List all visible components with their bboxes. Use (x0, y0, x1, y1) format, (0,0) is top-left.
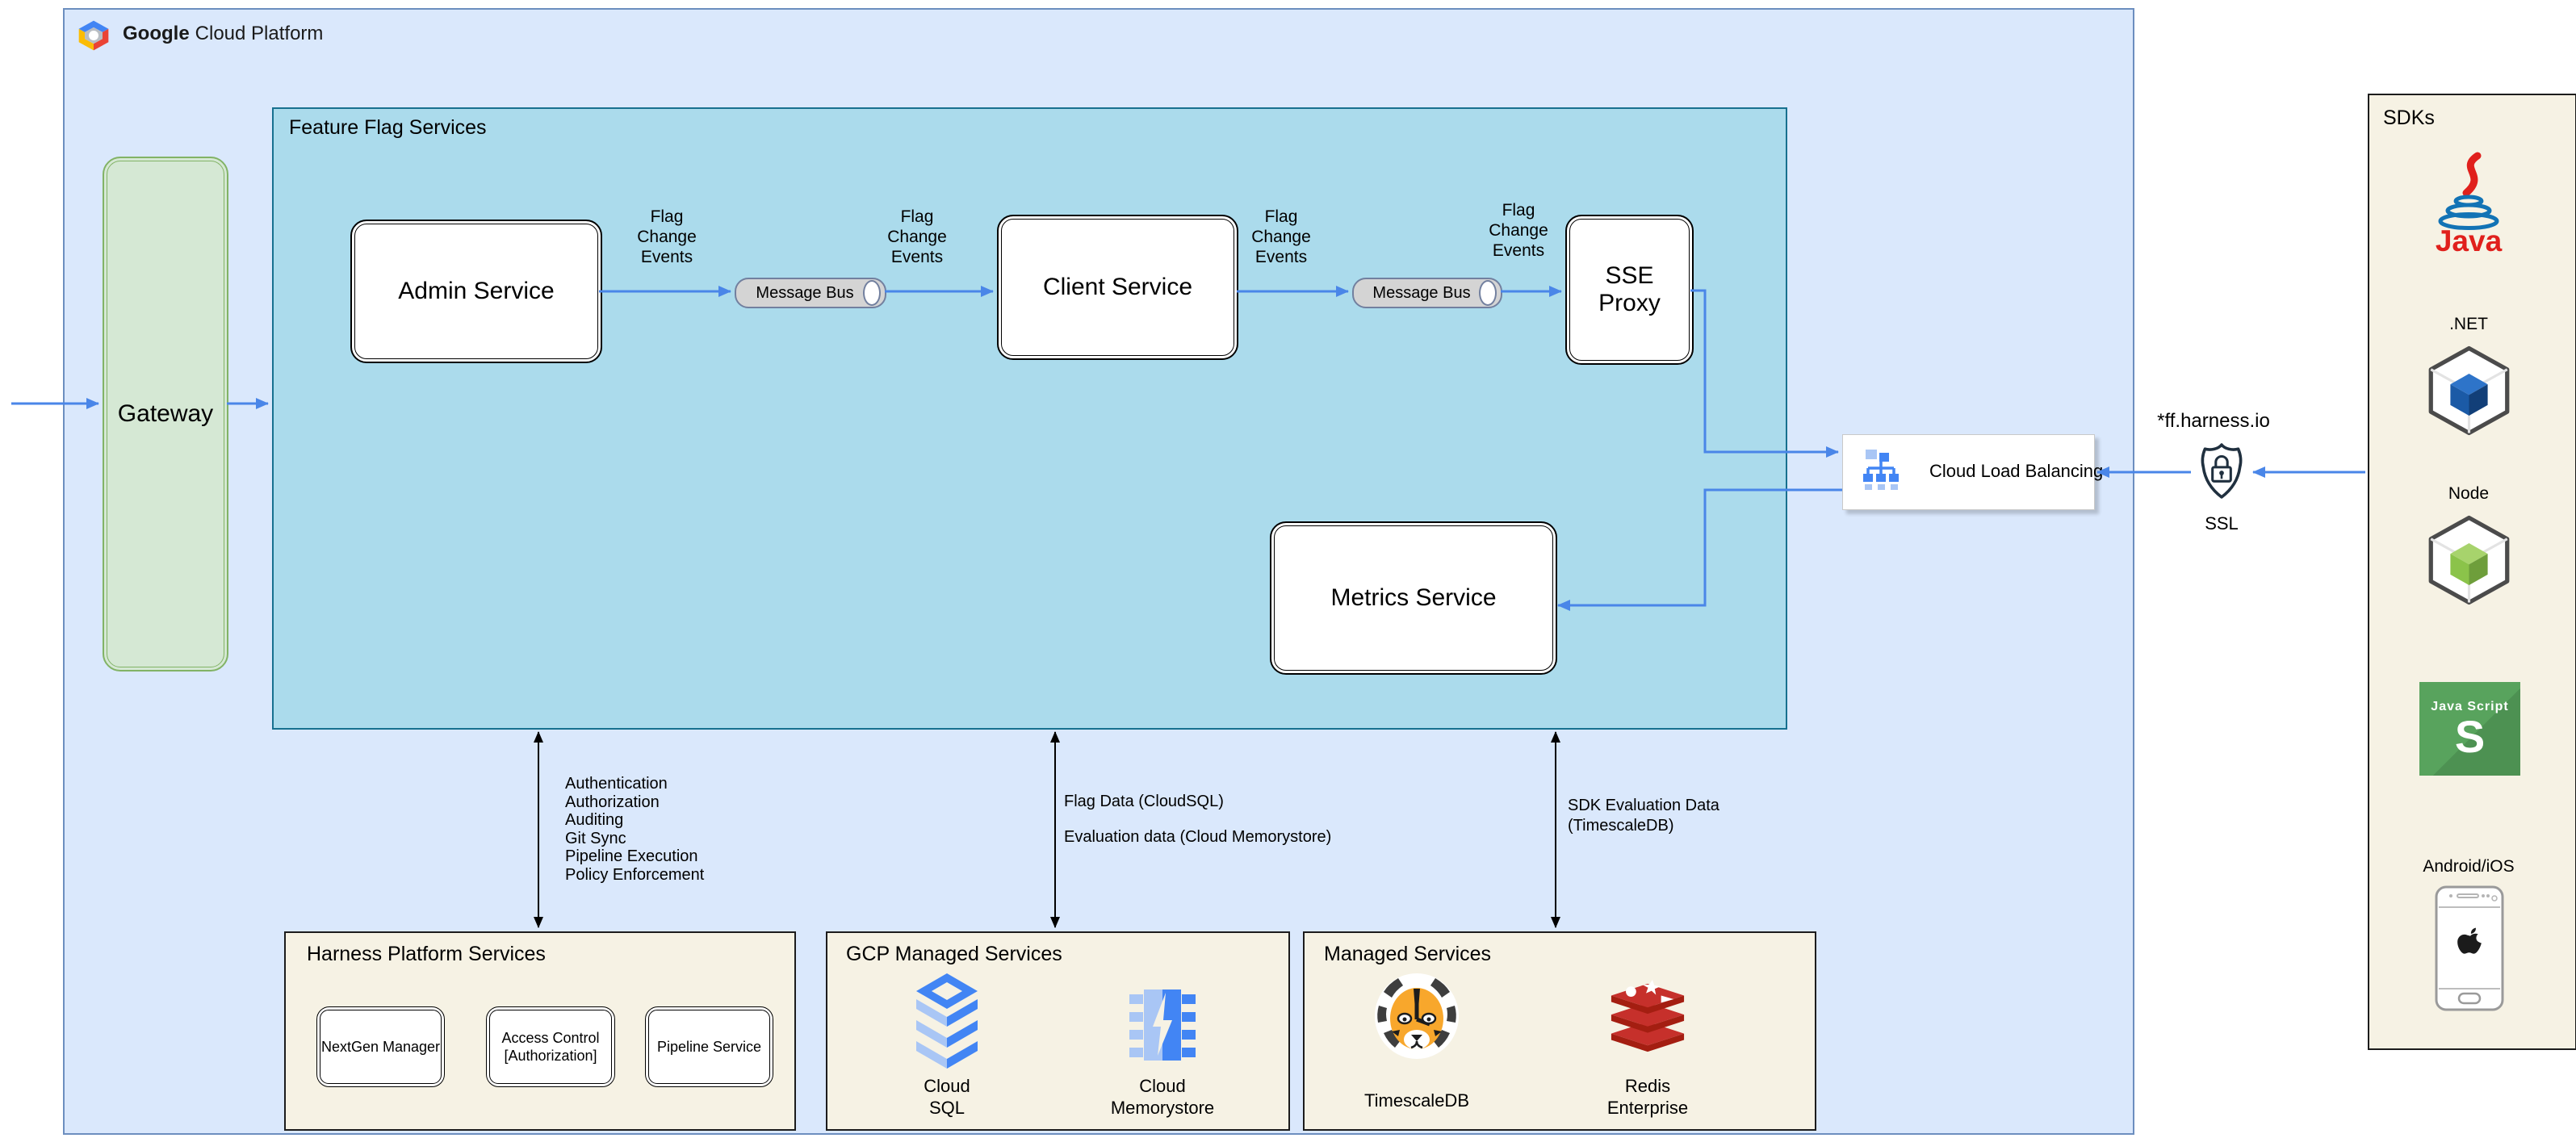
metrics-service-label: Metrics Service (1330, 584, 1497, 611)
cloud-load-balancing-icon (1863, 450, 1899, 490)
mobile-label: Android/iOS (2423, 857, 2515, 876)
java-logo-text: Java (2436, 224, 2503, 257)
pipeline-service-label: Pipeline Service (656, 1039, 762, 1055)
access-control-label: Access Control [Authorization] (501, 1030, 600, 1064)
gateway-node: Gateway (103, 157, 228, 672)
ssl-shield-icon (2201, 443, 2243, 499)
node-package-icon (2428, 515, 2510, 605)
node-label: Node (2448, 484, 2490, 503)
cloud-memorystore-label: Cloud Memorystore (1110, 1076, 1215, 1118)
message-bus-2-label: Message Bus (1372, 283, 1471, 302)
dotnet-label: .NET (2449, 315, 2488, 333)
gcp-managed-container (826, 931, 1290, 1131)
ssl-label: SSL (2205, 513, 2239, 533)
nextgen-manager-node: NextGen Manager (316, 1006, 445, 1087)
cloud-memorystore-icon (1129, 989, 1196, 1061)
flag-change-events-label-1: Flag Change Events (637, 207, 697, 266)
evaluation-data-label: Evaluation data (Cloud Memorystore) (1064, 828, 1332, 846)
client-service-label: Client Service (1042, 274, 1193, 300)
cloud-sql-icon (916, 973, 978, 1069)
harness-platform-title: Harness Platform Services (307, 943, 546, 965)
redis-icon (1611, 979, 1685, 1052)
javascript-icon: Java Script S (2419, 682, 2520, 776)
cloud-load-balancing-label: Cloud Load Balancing (1929, 461, 2104, 481)
flag-data-label: Flag Data (CloudSQL) (1064, 793, 1224, 810)
message-bus-2: Message Bus (1352, 278, 1502, 308)
timescaledb-icon (1375, 973, 1459, 1059)
mobile-phone-icon (2435, 885, 2504, 1011)
gateway-label: Gateway (117, 400, 214, 427)
admin-service-label: Admin Service (398, 278, 555, 304)
gcp-managed-title: GCP Managed Services (846, 943, 1062, 965)
apple-logo-icon (2457, 927, 2482, 954)
timescaledb-label: TimescaleDB (1364, 1090, 1469, 1111)
header-brand-suffix: Cloud Platform (195, 23, 324, 44)
sse-proxy-node: SSE Proxy (1565, 215, 1694, 365)
flag-change-events-label-2: Flag Change Events (887, 207, 947, 266)
java-icon: Java (2436, 152, 2503, 257)
feature-flag-services-title: Feature Flag Services (289, 116, 487, 139)
javascript-icon-letter: S (2454, 711, 2486, 763)
redis-enterprise-label: Redis Enterprise (1606, 1076, 1689, 1118)
header-brand: Google (123, 23, 190, 44)
access-control-node: Access Control [Authorization] (486, 1006, 615, 1087)
gcp-logo-icon (78, 20, 109, 51)
flag-change-events-label-3: Flag Change Events (1251, 207, 1311, 266)
message-bus-1-label: Message Bus (756, 283, 854, 302)
dotnet-package-icon (2428, 345, 2510, 436)
message-bus-1: Message Bus (735, 278, 886, 308)
javascript-icon-title: Java Script (2431, 700, 2509, 714)
cloud-sql-label: Cloud SQL (924, 1076, 970, 1118)
managed-services-title: Managed Services (1324, 943, 1492, 965)
sdks-title: SDKs (2383, 107, 2435, 129)
sdk-evaluation-data-label: SDK Evaluation Data (TimescaleDB) (1568, 797, 1719, 835)
domain-label: *ff.harness.io (2157, 410, 2270, 432)
nextgen-manager-label: NextGen Manager (320, 1039, 441, 1055)
platform-functions-label: Authentication Authorization Auditing Gi… (565, 775, 705, 884)
client-service-node: Client Service (997, 215, 1238, 360)
pipeline-service-node: Pipeline Service (645, 1006, 773, 1087)
metrics-service-node: Metrics Service (1270, 521, 1557, 675)
cloud-load-balancing-node (1842, 434, 2095, 510)
flag-change-events-label-4: Flag Change Events (1489, 201, 1548, 260)
admin-service-node: Admin Service (350, 220, 602, 363)
sse-proxy-label: SSE Proxy (1598, 262, 1661, 316)
